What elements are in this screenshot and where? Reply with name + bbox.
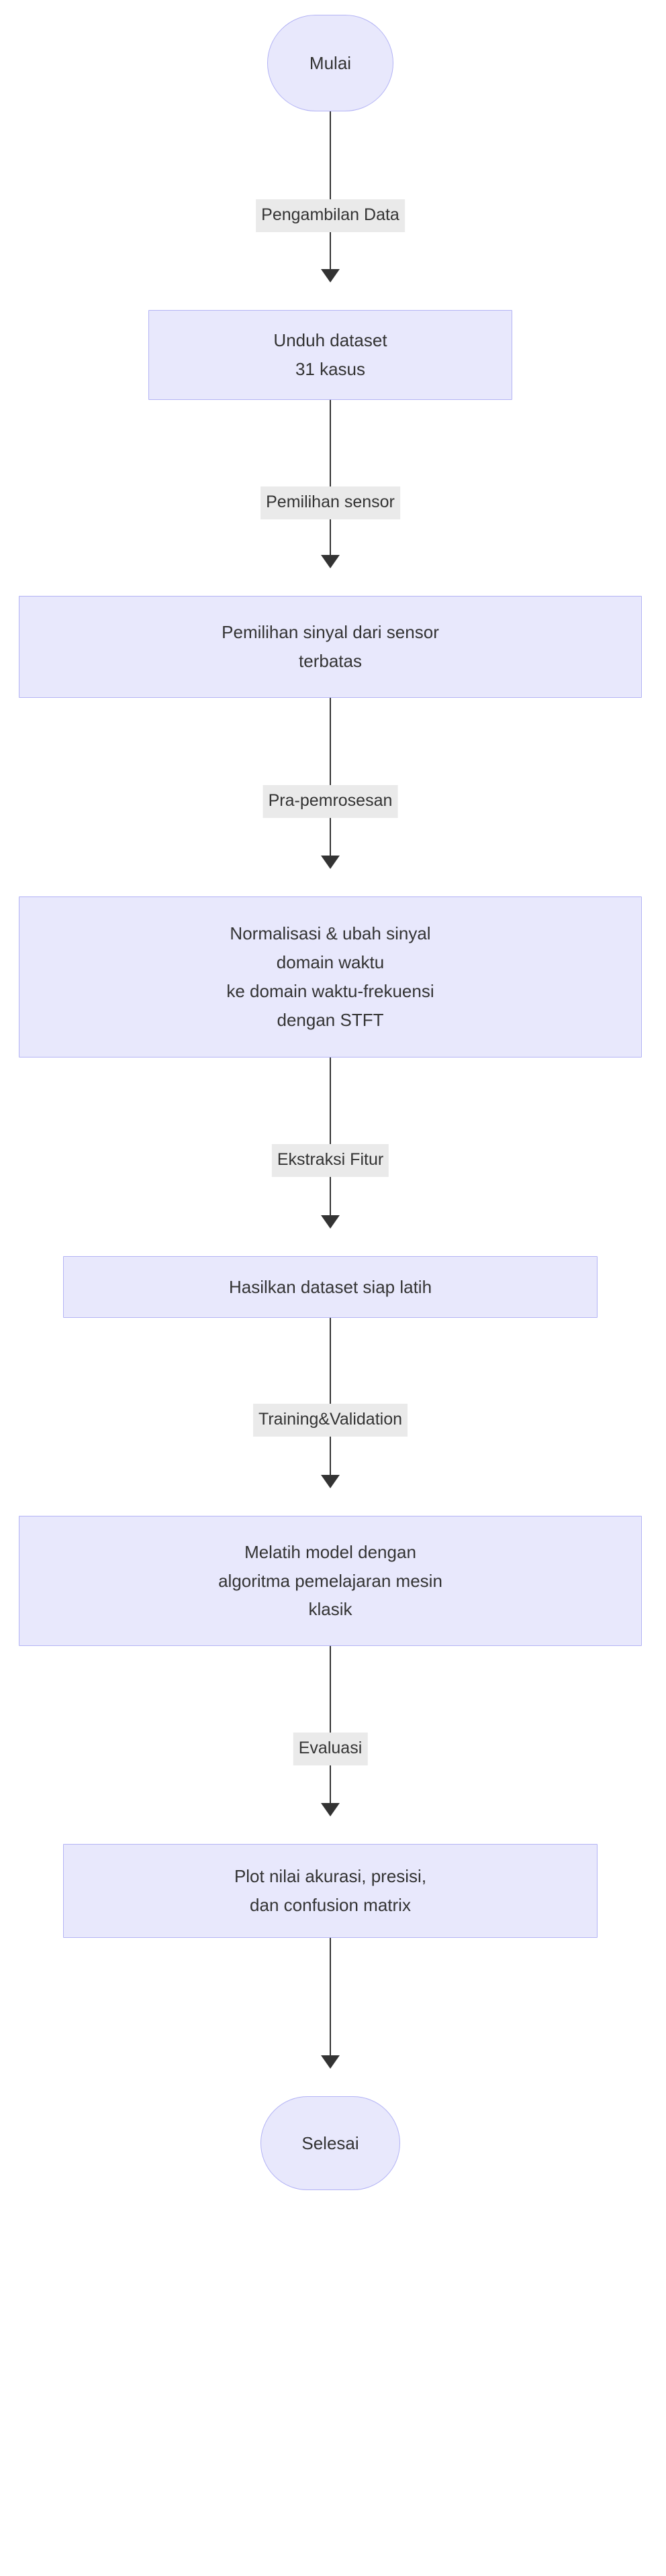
edge-line-unduh-pemilihan [330,400,331,555]
node-normalisasi-stft[interactable]: Normalisasi & ubah sinyal domain waktu k… [19,896,642,1058]
node-normalisasi-stft-label: Normalisasi & ubah sinyal domain waktu k… [226,923,434,1030]
edge-line-pemilihan-normalisasi [330,698,331,856]
node-plot-metrik[interactable]: Plot nilai akurasi, presisi, dan confusi… [63,1844,598,1938]
edge-label-ekstraksi-fitur: Ekstraksi Fitur [271,1144,389,1177]
node-pemilihan-sinyal-label: Pemilihan sinyal dari sensor terbatas [222,622,439,671]
arrow-head-pemilihan-normalisasi [321,856,340,869]
node-unduh-dataset-label: Unduh dataset 31 kasus [273,330,387,379]
node-plot-metrik-label: Plot nilai akurasi, presisi, dan confusi… [234,1866,427,1915]
node-pemilihan-sinyal[interactable]: Pemilihan sinyal dari sensor terbatas [19,596,642,698]
node-selesai-label: Selesai [301,2132,359,2153]
edge-line-plot-selesai [330,1938,331,2055]
arrow-head-melatih-plot [321,1803,340,1816]
node-hasilkan-dataset-label: Hasilkan dataset siap latih [228,1276,432,1297]
edge-line-melatih-plot [330,1646,331,1803]
node-melatih-model[interactable]: Melatih model dengan algoritma pemelajar… [19,1516,642,1646]
edge-label-evaluasi: Evaluasi [293,1733,368,1765]
arrow-head-mulai-unduh [321,269,340,282]
edge-label-pra-pemrosesan: Pra-pemrosesan [263,785,398,818]
node-melatih-model-label: Melatih model dengan algoritma pemelajar… [218,1541,442,1620]
node-unduh-dataset[interactable]: Unduh dataset 31 kasus [148,310,512,400]
arrow-head-plot-selesai [321,2055,340,2069]
arrow-head-hasilkan-melatih [321,1475,340,1488]
edge-line-mulai-unduh [330,111,331,269]
edge-label-pemilihan-sensor: Pemilihan sensor [260,486,400,519]
node-hasilkan-dataset[interactable]: Hasilkan dataset siap latih [63,1256,598,1318]
arrow-head-normalisasi-hasilkan [321,1215,340,1229]
edge-label-training-validation: Training&Validation [252,1404,408,1437]
edge-line-normalisasi-hasilkan [330,1058,331,1215]
node-mulai[interactable]: Mulai [267,15,393,111]
node-mulai-label: Mulai [309,52,352,73]
edge-label-pengambilan-data: Pengambilan Data [256,199,405,232]
arrow-head-unduh-pemilihan [321,555,340,568]
edge-line-hasilkan-melatih [330,1318,331,1475]
node-selesai[interactable]: Selesai [260,2096,400,2190]
